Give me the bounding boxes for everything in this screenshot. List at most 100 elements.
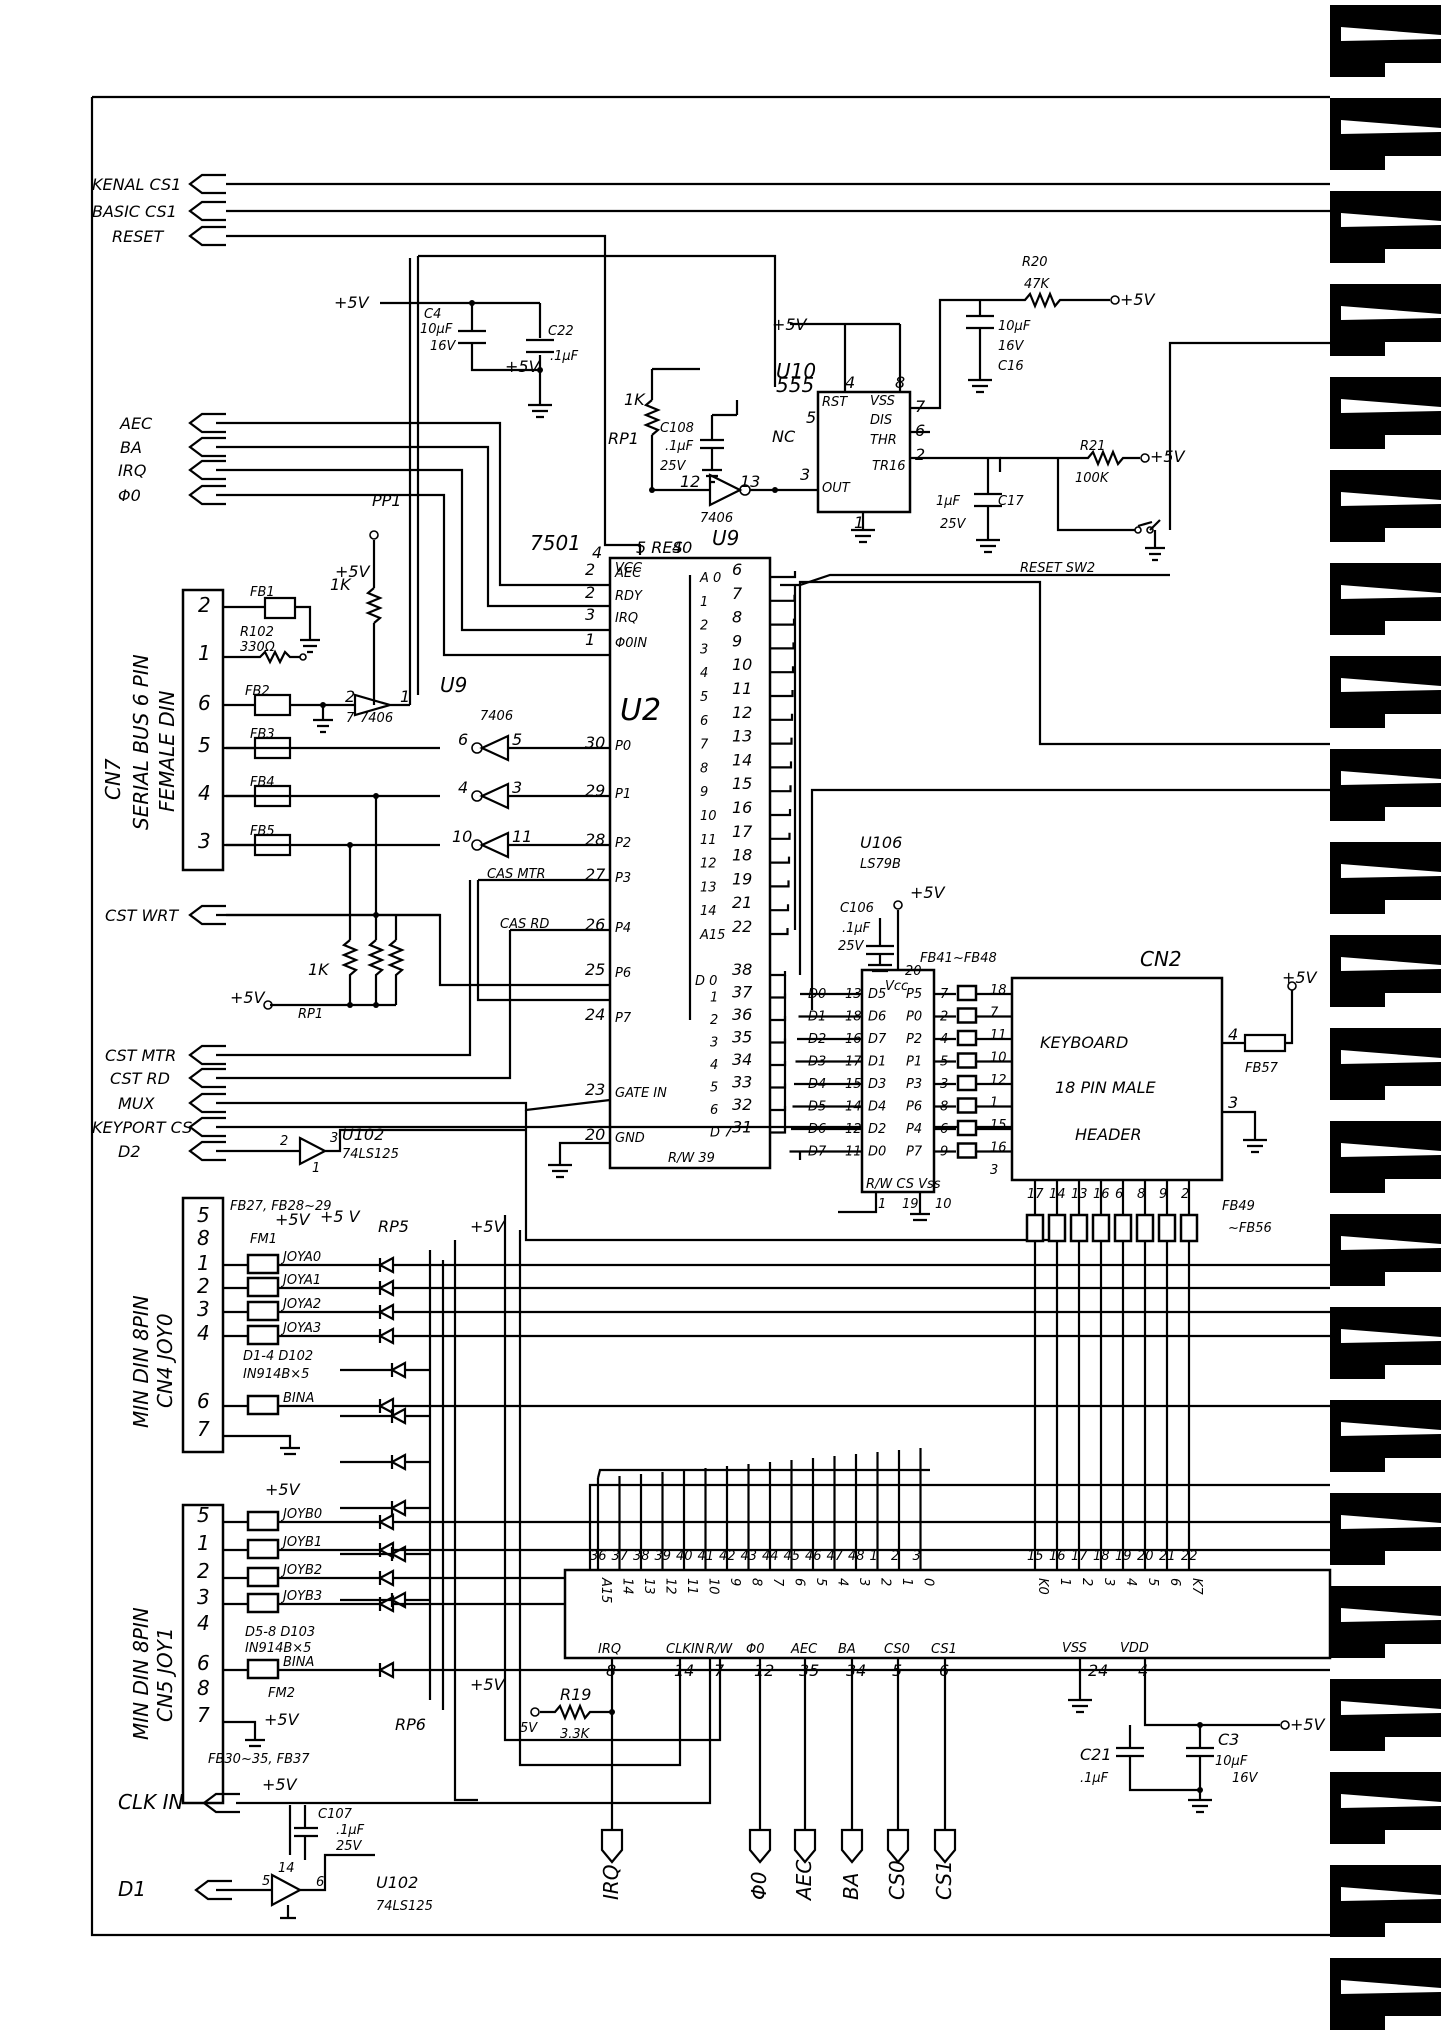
u2-data-num: 38 — [732, 960, 752, 979]
u106-pin: 1 — [878, 1197, 886, 1212]
wire-p4 — [226, 913, 610, 987]
u2-data-bit: 1 — [710, 991, 718, 1006]
u9-pin: 13 — [740, 472, 760, 491]
u102-pin: 1 — [312, 1161, 320, 1176]
bic-addr-label: 13 — [641, 1578, 656, 1595]
u2-addr-bit: 10 — [700, 809, 717, 824]
bic-signal-num: 35 — [799, 1661, 819, 1680]
u2-data-bit: D 7 — [710, 1126, 733, 1141]
u2-pin-name: P6 — [615, 966, 631, 981]
connector-arrow — [188, 173, 226, 195]
cn2-ferrite-label: FB41~FB48 — [920, 951, 997, 966]
power-label: +5V — [230, 988, 266, 1007]
power-label: +5V — [470, 1217, 506, 1236]
u106-pin: 14 — [845, 1100, 862, 1115]
c108-label: C108 — [660, 421, 694, 436]
cn4-diode-part: IN914B×5 — [243, 1367, 309, 1382]
r102-label: R102 — [240, 625, 274, 640]
u106-pin-name: P7 — [906, 1145, 923, 1160]
cn7-pin: 1 — [198, 641, 211, 665]
c16-label: C16 — [998, 359, 1024, 374]
r21-value: 100K — [1075, 471, 1110, 486]
c17-label: C17 — [998, 494, 1024, 509]
bic-k-num: 22 — [1181, 1549, 1198, 1564]
power-label: +5V — [772, 315, 808, 334]
bottom-connector-arrow — [933, 1828, 957, 1864]
u2-pin-num: 28 — [585, 830, 605, 849]
bic-vss: VSS — [1062, 1641, 1087, 1656]
joy-gnd — [223, 1434, 300, 1456]
u2-pin-name: VCC — [615, 561, 643, 576]
u2-ref: U2 — [620, 693, 661, 728]
power-label: +5V — [1290, 1715, 1326, 1734]
u2-data-num: 36 — [732, 1005, 752, 1024]
u9-pin: 12 — [680, 472, 700, 491]
u9-inverter — [479, 734, 510, 762]
binding-ring-highlight — [1341, 1980, 1441, 1994]
c106-value: .1μF — [842, 921, 871, 936]
binding-ring-highlight — [1341, 1887, 1441, 1901]
connector-label: Φ0 — [118, 486, 141, 505]
cn2-keyboard-header — [1010, 976, 1224, 1182]
u9-part: 7406 — [700, 511, 733, 526]
u2-addr-wire — [770, 904, 790, 912]
u106-pin: 10 — [935, 1197, 952, 1212]
cn7-serial-connector — [181, 588, 225, 872]
cn4-ref: CN4 JOY0 — [153, 1313, 177, 1408]
u106-data-label: D1 — [808, 1010, 826, 1025]
reset-switch-label: RESET SW2 — [1020, 561, 1095, 576]
bic-k-num: 15 — [1027, 1549, 1044, 1564]
c17-value: 1μF — [936, 494, 961, 509]
bic-signal-num: 14 — [674, 1661, 694, 1680]
c108-voltage: 25V — [660, 459, 687, 474]
bic-k-num: 17 — [1071, 1549, 1088, 1564]
u2-data-bit: 4 — [710, 1058, 718, 1073]
bic-addr-label: 5 — [813, 1578, 828, 1586]
cn5-ref: CN5 JOY1 — [153, 1627, 177, 1722]
ferrite-bead — [1157, 1213, 1177, 1243]
c4-voltage: 16V — [430, 339, 457, 354]
rp1-label: RP1 — [298, 1007, 323, 1022]
u2-pin-num: 3 — [585, 605, 595, 624]
c106-voltage: 25V — [838, 939, 865, 954]
u9-pin: 2 — [345, 687, 355, 706]
u106-pin-name: D3 — [868, 1077, 886, 1092]
cn2-pin: 18 — [990, 983, 1007, 998]
bottom-connector-label: BA — [839, 1873, 863, 1900]
connector-arrow — [194, 1879, 232, 1901]
u2-data-num: 32 — [732, 1095, 752, 1114]
u10-pin-name: OUT — [822, 481, 851, 496]
ferrite-bead — [246, 1324, 280, 1346]
binding-ring — [1330, 1307, 1441, 1379]
cn2-pin: 13 — [1071, 1187, 1088, 1202]
cn5-title: MIN DIN 8PIN — [129, 1607, 153, 1740]
binding-ring-highlight — [1341, 213, 1441, 227]
cn5-pin: 5 — [197, 1503, 210, 1527]
u102-pin: 2 — [280, 1134, 288, 1149]
rp5-label: RP5 — [378, 1217, 409, 1236]
u10-ref: U10 — [776, 359, 816, 383]
u10-pin: 5 — [806, 408, 816, 427]
bic-k-num: 18 — [1093, 1549, 1110, 1564]
u2-addr-bit: A 0 — [699, 571, 721, 586]
c21-value: .1μF — [1080, 1771, 1109, 1786]
u9-part: 7406 — [480, 709, 513, 724]
bic-k-label: 2 — [1079, 1578, 1094, 1586]
u2-label: CAS MTR — [487, 867, 546, 882]
cn4-pin: 7 — [197, 1417, 210, 1441]
u10-pin: 3 — [800, 465, 810, 484]
u10-pin: 2 — [915, 445, 925, 464]
bic-addr-label: 11 — [684, 1578, 699, 1595]
u9-pin: 6 — [458, 730, 468, 749]
r19-label: R19 — [560, 1685, 591, 1704]
u2-addr-num: 21 — [732, 893, 752, 912]
bic-k-label: 3 — [1101, 1578, 1116, 1586]
power-label: +5V — [505, 357, 541, 376]
cn4-pin: 8 — [197, 1226, 210, 1250]
u2-pin-name: IRQ — [615, 611, 638, 626]
bic-pin-num: 36 — [590, 1549, 607, 1564]
u106-pin-name: P2 — [906, 1032, 922, 1047]
joy-signal: JOYA0 — [280, 1250, 321, 1265]
cn4-pin: 4 — [197, 1321, 210, 1345]
ferrite-label: FB1 — [250, 585, 275, 600]
